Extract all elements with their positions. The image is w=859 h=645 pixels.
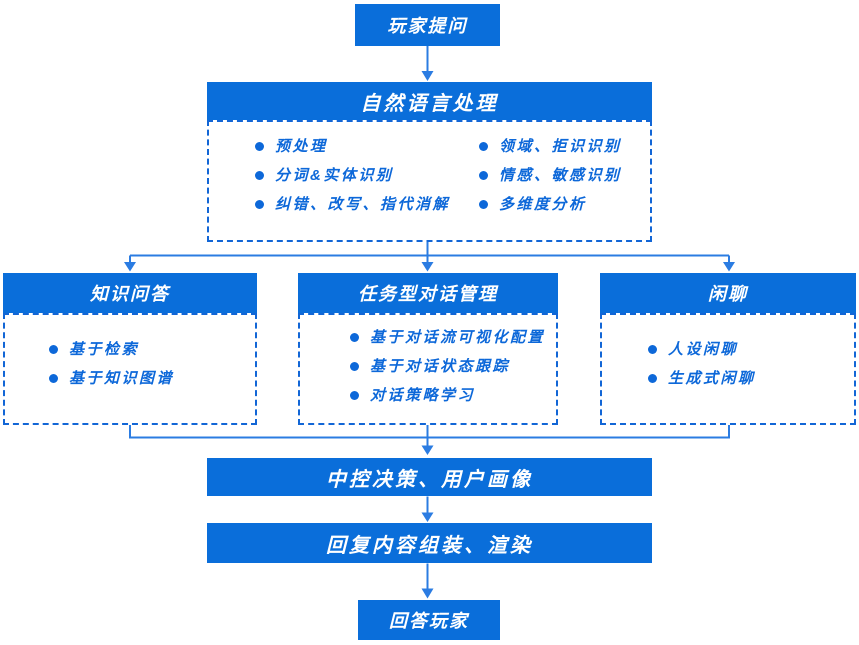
list-item-label: 纠错、改写、指代消解 [275, 196, 451, 213]
list-item-label: 基于知识图谱 [69, 370, 175, 387]
node-player-question-label: 玩家提问 [387, 16, 468, 36]
node-reply-assembly: 回复内容组装、渲染 [207, 523, 652, 563]
list-item: 情感、敏感识别 [479, 165, 650, 186]
list-item: 领域、拒识识别 [479, 136, 650, 157]
bullet-dot-icon [479, 171, 488, 180]
list-item: 分词&实体识别 [255, 165, 479, 186]
node-reply-assembly-label: 回复内容组装、渲染 [326, 534, 533, 557]
bullet-dot-icon [479, 142, 488, 151]
list-item: 基于对话状态跟踪 [350, 356, 556, 377]
node-chitchat-title: 闲聊 [708, 284, 748, 304]
node-knowledge-qa-body: 基于检索 基于知识图谱 [3, 313, 257, 425]
list-item: 对话策略学习 [350, 385, 556, 406]
bullet-dot-icon [255, 200, 264, 209]
list-item-label: 对话策略学习 [370, 387, 476, 404]
node-task-dialogue-header: 任务型对话管理 [298, 273, 558, 313]
list-item-label: 分词&实体识别 [275, 167, 394, 184]
node-nlp-header: 自然语言处理 [207, 82, 652, 120]
list-item-label: 基于对话流可视化配置 [370, 329, 546, 346]
list-item-label: 基于检索 [69, 341, 140, 358]
nlp-column-right: 领域、拒识识别 情感、敏感识别 多维度分析 [479, 136, 650, 240]
list-item-label: 领域、拒识识别 [499, 138, 622, 155]
node-player-question: 玩家提问 [355, 4, 500, 46]
list-item-label: 情感、敏感识别 [499, 167, 622, 184]
bullet-dot-icon [49, 345, 58, 354]
node-central-decision-label: 中控决策、用户画像 [326, 468, 533, 491]
list-item: 多维度分析 [479, 194, 650, 215]
bullet-dot-icon [49, 374, 58, 383]
bullet-dot-icon [648, 374, 657, 383]
list-item: 纠错、改写、指代消解 [255, 194, 479, 215]
node-knowledge-qa-header: 知识问答 [3, 273, 257, 313]
node-central-decision: 中控决策、用户画像 [207, 458, 652, 496]
bullet-dot-icon [479, 200, 488, 209]
list-item: 基于检索 [49, 339, 255, 360]
list-item: 人设闲聊 [648, 339, 854, 360]
bullet-dot-icon [255, 142, 264, 151]
bullet-dot-icon [350, 333, 359, 342]
list-item-label: 人设闲聊 [668, 341, 739, 358]
list-item-label: 预处理 [275, 138, 328, 155]
list-item: 基于对话流可视化配置 [350, 327, 556, 348]
bullet-dot-icon [350, 391, 359, 400]
bullet-dot-icon [350, 362, 359, 371]
list-item: 预处理 [255, 136, 479, 157]
list-item-label: 基于对话状态跟踪 [370, 358, 511, 375]
bullet-dot-icon [255, 171, 264, 180]
node-chitchat-header: 闲聊 [600, 273, 856, 313]
node-nlp-title: 自然语言处理 [360, 92, 499, 115]
node-nlp-body: 预处理 分词&实体识别 纠错、改写、指代消解 领域、拒识识别 情感、敏感识别 [207, 120, 652, 242]
node-knowledge-qa-title: 知识问答 [90, 284, 170, 304]
bullet-dot-icon [648, 345, 657, 354]
node-answer-player-label: 回答玩家 [389, 611, 469, 631]
node-chitchat-body: 人设闲聊 生成式闲聊 [600, 313, 856, 425]
node-task-dialogue-body: 基于对话流可视化配置 基于对话状态跟踪 对话策略学习 [298, 313, 558, 425]
node-task-dialogue-title: 任务型对话管理 [358, 284, 498, 304]
list-item-label: 生成式闲聊 [668, 370, 756, 387]
list-item: 生成式闲聊 [648, 368, 854, 389]
node-answer-player: 回答玩家 [358, 600, 500, 640]
list-item: 基于知识图谱 [49, 368, 255, 389]
list-item-label: 多维度分析 [499, 196, 587, 213]
nlp-column-left: 预处理 分词&实体识别 纠错、改写、指代消解 [255, 136, 479, 240]
